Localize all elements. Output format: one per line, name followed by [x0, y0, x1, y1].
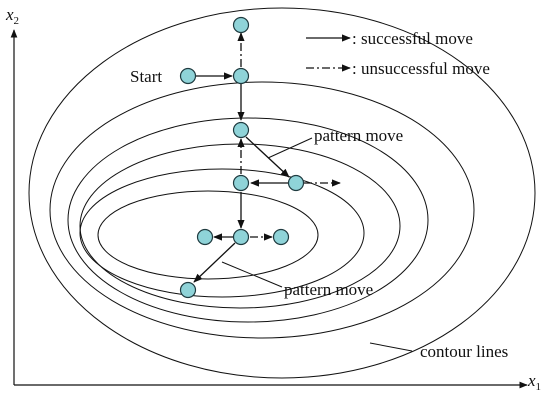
node-p1 [232, 67, 250, 85]
node-p2 [232, 121, 250, 139]
node-top [232, 16, 250, 34]
leader-contour-lines [369, 342, 413, 352]
leader-pattern-move-lower [221, 261, 283, 288]
pattern-move-p2-to-p3 [245, 136, 290, 178]
contour-ellipse-3 [67, 117, 429, 323]
leader-lines [221, 137, 413, 352]
node-p4 [232, 174, 250, 192]
node-p5 [232, 228, 250, 246]
contour-lines [28, 7, 536, 379]
axes [10, 29, 528, 389]
pattern-move-label-upper: pattern move [314, 126, 403, 145]
legend-successful-label: : successful move [352, 29, 473, 48]
y-axis-label: x2 [5, 5, 19, 27]
x-axis-label: x1 [527, 371, 541, 393]
contour-ellipse-5 [79, 168, 365, 298]
contour-ellipse-2 [49, 81, 475, 339]
search-points [179, 16, 305, 299]
node-p6 [179, 281, 197, 299]
pattern-move-p5-to-p6 [193, 242, 236, 283]
pattern-move-label-lower: pattern move [284, 280, 373, 299]
node-p3 [287, 174, 305, 192]
start-label: Start [130, 67, 162, 86]
contour-lines-label: contour lines [420, 342, 508, 361]
node-p5-left [196, 228, 214, 246]
search-moves [193, 32, 341, 283]
legend-unsuccessful-label: : unsuccessful move [352, 59, 490, 78]
contour-ellipse-6 [97, 190, 319, 280]
legend: : successful move : unsuccessful move [306, 29, 490, 78]
leader-pattern-move-upper [267, 137, 313, 159]
node-p5-right [272, 228, 290, 246]
contour-ellipse-1 [28, 7, 536, 379]
node-start [179, 67, 197, 85]
